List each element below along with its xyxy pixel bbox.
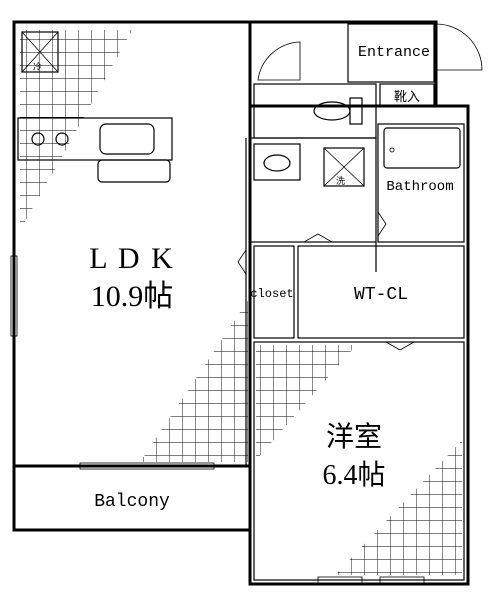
room-label-western: 洋室 (326, 421, 382, 453)
room-label-ldk: L D K (89, 242, 175, 275)
tile-floor-ldk-left (20, 160, 60, 230)
ac-unit-mark: 冷 (33, 61, 42, 73)
washer-pan: 洗 (323, 147, 365, 187)
room-label-bathroom: Bathroom (386, 179, 453, 195)
doors (237, 23, 483, 351)
room-label-balcony: Balcony (94, 492, 170, 512)
room-size-western: 6.4帖 (322, 459, 385, 491)
exterior-walls (12, 20, 470, 586)
room-label-shoe-storage: 靴入 (394, 90, 420, 105)
tile-floor-ldk-bottom (140, 300, 248, 462)
washbasin (253, 143, 301, 181)
room-label-entrance: Entrance (358, 44, 430, 61)
windows (10, 255, 425, 584)
tile-floor-western-top (256, 345, 356, 460)
washer-mark: 洗 (336, 175, 345, 187)
kitchen-counter (17, 117, 173, 183)
room-size-ldk: 10.9帖 (91, 280, 174, 313)
interior-walls (245, 23, 465, 581)
refrigerator-space: 冷 (21, 31, 59, 73)
bathtub (383, 127, 461, 169)
tile-floor-ldk-top (20, 30, 132, 160)
room-label-closet: closet (250, 287, 293, 301)
toilet (313, 97, 363, 125)
tile-floor-western-bottom (335, 440, 462, 575)
room-label-walk-in-closet: WT-CL (354, 285, 408, 305)
